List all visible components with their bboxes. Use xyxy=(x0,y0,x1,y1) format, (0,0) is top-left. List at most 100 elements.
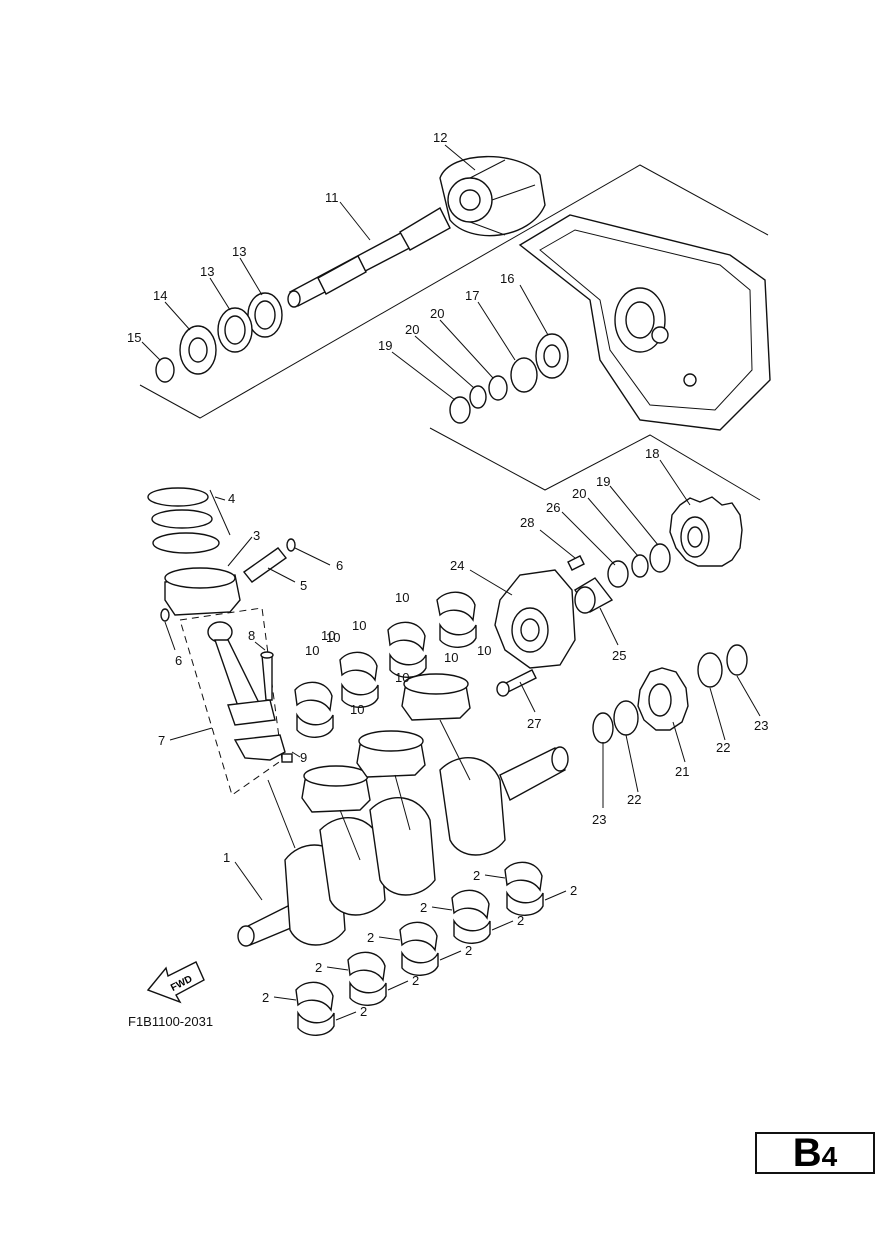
label-part-10: 10 xyxy=(395,590,409,605)
label-part-10: 10 xyxy=(477,643,491,658)
label-part-11: 11 xyxy=(325,190,339,205)
part-19-ring-b[interactable] xyxy=(649,543,671,573)
part-2-bearing-pair-d[interactable] xyxy=(347,951,387,1006)
label-part-25: 25 xyxy=(612,648,626,663)
part-8-rod-bolt[interactable] xyxy=(260,651,274,701)
part-9-rod-nut[interactable] xyxy=(281,753,293,763)
label-part-23: 23 xyxy=(754,718,768,733)
part-28-pin[interactable] xyxy=(567,555,585,571)
part-20-ring-c[interactable] xyxy=(631,554,649,578)
part-2-bearing-pair-e[interactable] xyxy=(295,981,335,1036)
part-7-connecting-rod[interactable] xyxy=(207,621,286,761)
label-part-10: 10 xyxy=(395,670,409,685)
callout-labels: 12 11 13 13 14 15 16 17 20 20 19 18 4 3 … xyxy=(127,130,768,1019)
part-17-circlip[interactable] xyxy=(510,357,538,393)
part-13-oil-seal-a[interactable] xyxy=(247,292,283,338)
label-part-14: 14 xyxy=(153,288,167,303)
label-part-10: 10 xyxy=(326,630,340,645)
part-4-piston-rings[interactable] xyxy=(147,487,220,554)
part-3-piston[interactable] xyxy=(164,567,241,616)
label-part-20: 20 xyxy=(572,486,586,501)
label-part-18: 18 xyxy=(645,446,659,461)
label-part-13: 13 xyxy=(200,264,214,279)
label-part-2: 2 xyxy=(473,868,480,883)
label-part-1: 1 xyxy=(223,850,230,865)
part-22-ring-b[interactable] xyxy=(613,700,639,736)
part-10-bearing-upper-c[interactable] xyxy=(339,651,378,682)
fwd-arrow-icon: FWD xyxy=(146,961,205,1004)
part-5-piston-pin[interactable] xyxy=(242,547,288,583)
part-27-bolt[interactable] xyxy=(496,669,537,697)
label-part-2: 2 xyxy=(420,900,427,915)
label-leader-ticks xyxy=(273,874,567,1021)
part-6-clip-a[interactable] xyxy=(286,538,296,552)
label-part-9: 9 xyxy=(300,750,307,765)
part-19-ring-a[interactable] xyxy=(449,396,471,424)
label-part-4: 4 xyxy=(228,491,235,506)
label-part-2: 2 xyxy=(412,973,419,988)
label-part-12: 12 xyxy=(433,130,447,145)
label-part-10: 10 xyxy=(305,643,319,658)
part-2-bearing-pair-b[interactable] xyxy=(451,889,491,944)
label-part-20: 20 xyxy=(405,322,419,337)
part-10-bearing-upper-a[interactable] xyxy=(436,591,476,622)
label-part-6: 6 xyxy=(336,558,343,573)
part-1-crankshaft[interactable] xyxy=(237,746,569,947)
label-part-7: 7 xyxy=(158,733,165,748)
part-23-circlip-b[interactable] xyxy=(592,712,614,744)
label-part-10: 10 xyxy=(352,618,366,633)
part-2-bearing-pair-a[interactable] xyxy=(504,861,544,916)
part-23-circlip-a[interactable] xyxy=(726,644,748,676)
part-10-bearing-lower-a[interactable] xyxy=(439,622,477,648)
label-part-2: 2 xyxy=(367,930,374,945)
part-10-bearing-upper-b[interactable] xyxy=(387,621,426,652)
label-part-21: 21 xyxy=(675,764,689,779)
label-part-22: 22 xyxy=(716,740,730,755)
part-16-bearing[interactable] xyxy=(535,333,569,379)
part-26-ring[interactable] xyxy=(607,560,629,588)
label-part-17: 17 xyxy=(465,288,479,303)
label-part-13: 13 xyxy=(232,244,246,259)
label-part-2: 2 xyxy=(570,883,577,898)
part-10-bearing-upper-d[interactable] xyxy=(294,681,333,712)
label-part-5: 5 xyxy=(300,578,307,593)
part-21-gear[interactable] xyxy=(637,667,689,731)
label-part-2: 2 xyxy=(517,913,524,928)
part-11-drive-shaft[interactable] xyxy=(287,207,451,308)
label-part-24: 24 xyxy=(450,558,464,573)
part-10-bearing-lower-b[interactable] xyxy=(389,652,427,678)
label-part-8: 8 xyxy=(248,628,255,643)
part-15-circlip[interactable] xyxy=(155,357,175,383)
part-18-gear[interactable] xyxy=(669,496,743,567)
section-badge-number: 4 xyxy=(821,1141,838,1172)
leader-lines xyxy=(141,144,761,901)
crank-pistons xyxy=(301,673,471,861)
group-outline-top xyxy=(139,164,769,419)
part-10-bearing-lower-d[interactable] xyxy=(296,712,334,738)
section-badge-letter: B xyxy=(792,1131,822,1175)
label-part-2: 2 xyxy=(465,943,472,958)
label-part-2: 2 xyxy=(360,1004,367,1019)
label-part-2: 2 xyxy=(262,990,269,1005)
label-part-10: 10 xyxy=(444,650,458,665)
label-part-15: 15 xyxy=(127,330,141,345)
part-25-needle-bearing[interactable] xyxy=(574,577,614,614)
part-14-bearing[interactable] xyxy=(179,325,217,375)
part-24-bearing-housing[interactable] xyxy=(494,569,576,669)
label-part-20: 20 xyxy=(430,306,444,321)
label-part-10: 10 xyxy=(321,628,335,643)
part-20-ring-b[interactable] xyxy=(469,385,487,409)
part-2-bearing-pair-c[interactable] xyxy=(399,921,439,976)
part-10-bearing-lower-c[interactable] xyxy=(341,682,379,708)
part-6-clip-b[interactable] xyxy=(160,608,170,622)
group-outline-middle xyxy=(429,427,761,501)
label-part-22: 22 xyxy=(627,792,641,807)
part-13-oil-seal-b[interactable] xyxy=(217,307,253,353)
crankcase-housing xyxy=(518,214,771,431)
label-part-19: 19 xyxy=(596,474,610,489)
part-20-ring-a[interactable] xyxy=(488,375,508,401)
part-22-ring-a[interactable] xyxy=(697,652,723,688)
part-12-coupler[interactable] xyxy=(439,155,546,237)
label-part-23: 23 xyxy=(592,812,606,827)
